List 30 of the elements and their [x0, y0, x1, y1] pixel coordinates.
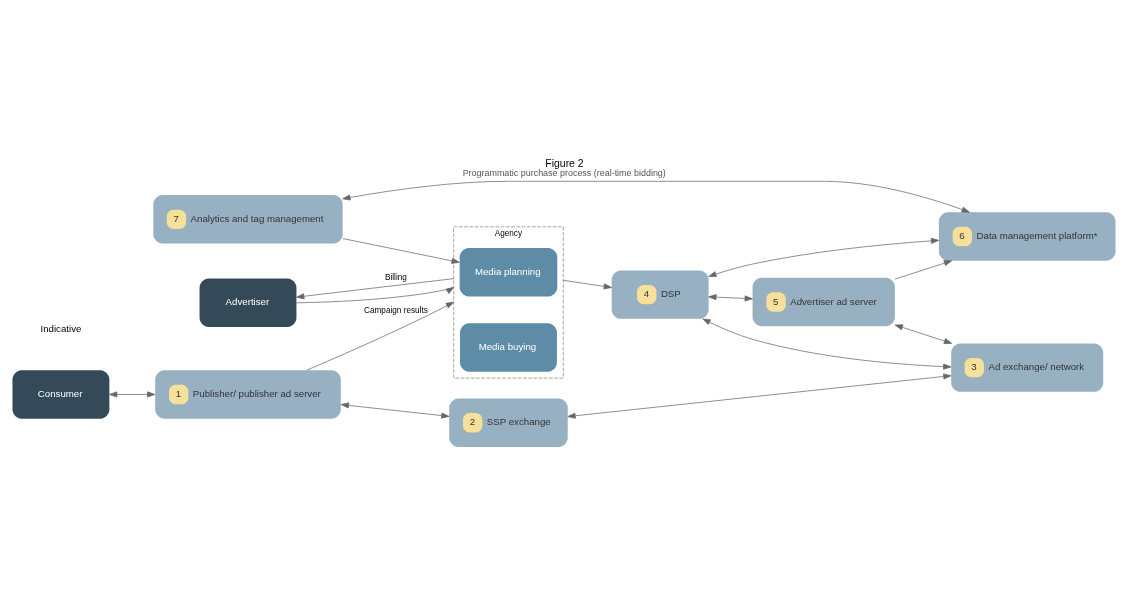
arrow: [708, 293, 753, 301]
arrow: [702, 318, 952, 370]
node-box: 4 DSP: [611, 269, 709, 319]
node-box: 6 Data management platform*: [938, 211, 1116, 261]
node-box: 5 Advertiser ad server: [752, 277, 895, 326]
diagram-title: Figure 2: [545, 157, 584, 169]
edge-label: Campaign results: [364, 305, 428, 315]
node-box: 7 Analytics and tag management: [153, 194, 343, 244]
arrow: [109, 391, 156, 397]
edge-label: Billing: [385, 272, 407, 282]
label: Indicative: [40, 322, 82, 334]
node-box: Consumer: [12, 369, 110, 419]
node-box: Media planning: [459, 247, 558, 296]
arrow: [562, 279, 612, 289]
caption: Programmatic purchase process (real-time bidding): [462, 167, 666, 178]
arrow: [708, 237, 940, 277]
node-box: 3 Ad exchange/ network: [951, 342, 1104, 392]
arrow: [340, 401, 450, 419]
arrow: [342, 237, 460, 264]
node-box: Advertiser: [199, 278, 297, 327]
arrow: [342, 180, 970, 213]
arrow: [894, 259, 953, 279]
arrow: [894, 323, 953, 344]
arrow: [567, 373, 952, 419]
node-box: Media buying: [460, 322, 557, 372]
arrow: [296, 286, 455, 303]
arrow: [306, 301, 455, 371]
node-box: 2 SSP exchange: [449, 398, 568, 447]
node-box: 1 Publisher/ publisher ad server: [155, 369, 341, 419]
arrow: [296, 277, 455, 299]
